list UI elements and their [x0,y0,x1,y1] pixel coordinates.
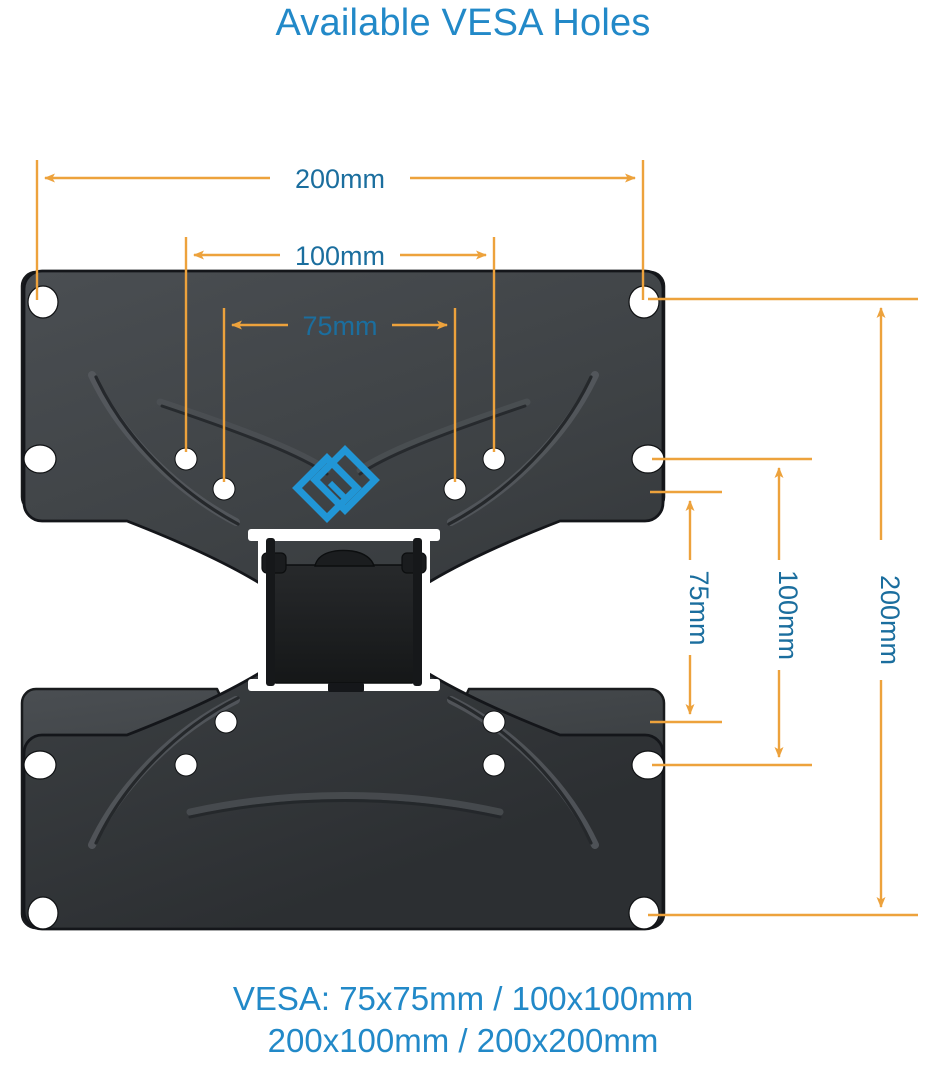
hole-75-bottom-right [482,753,506,777]
dimension-h-100: 100mm [184,237,496,452]
hub-right-arm [413,538,422,686]
bracket-rib-arc-bottom-left-shadow [94,696,240,845]
vesa-caption-line-1: VESA: 75x75mm / 100x100mm [232,980,694,1017]
hub-body [271,564,417,684]
page-title: Available VESA Holes [275,2,651,44]
bracket-rib-upper-right [356,398,531,474]
dim-label-v-200: 200mm [875,575,905,665]
center-hub-mechanism [248,529,440,692]
dim-label-v-75: 75mm [684,570,714,645]
vesa-caption-line-2: 200x100mm / 200x200mm [267,1022,659,1059]
dim-label-h-75: 75mm [302,311,377,341]
bracket-rib-lower-shadow [188,799,502,819]
dimension-v-200: 200mm [648,297,918,917]
bracket-rib-lower [186,792,504,816]
bracket-rib-arc-top-left-shadow [94,375,240,526]
dimension-h-200: 200mm [35,160,645,300]
logo-diamond-right [310,445,380,515]
hub-left-arm [266,538,275,686]
dim-label-h-100: 100mm [295,241,385,271]
dim-label-v-100: 100mm [773,570,803,660]
dimension-h-75: 75mm [222,308,457,482]
hole-75-bottom-left [174,753,198,777]
hub-top-rail [248,529,440,541]
bracket-rib-arc-bottom-right-shadow [447,696,593,845]
hole-100-bottom-left [214,710,238,734]
bracket-assembly [22,269,665,931]
bracket-rib-upper [156,398,331,474]
hub-cap [314,549,375,567]
dim-label-h-200: 200mm [295,164,385,194]
dimension-v-75: 75mm [650,490,722,724]
mounting-holes [23,285,665,930]
dimension-annotations: 200mm 100mm 75mm [35,160,918,917]
hub-foot [328,683,364,692]
vesa-caption: VESA: 75x75mm / 100x100mm 200x100mm / 20… [0,978,926,1062]
bracket-rib-arc-top-right-shadow [447,375,593,526]
hole-mid-top-left [23,444,57,474]
hole-corner-top-left [27,285,59,319]
logo-accent [327,480,351,504]
hole-mid-bottom-left [23,750,57,780]
hole-100-bottom-right [482,710,506,734]
hole-corner-bottom-left [27,896,59,930]
brand-logo [292,445,380,523]
dimension-v-100: 100mm [652,457,812,767]
logo-diamond-left [292,453,362,523]
hole-corner-bottom-right [628,896,660,930]
